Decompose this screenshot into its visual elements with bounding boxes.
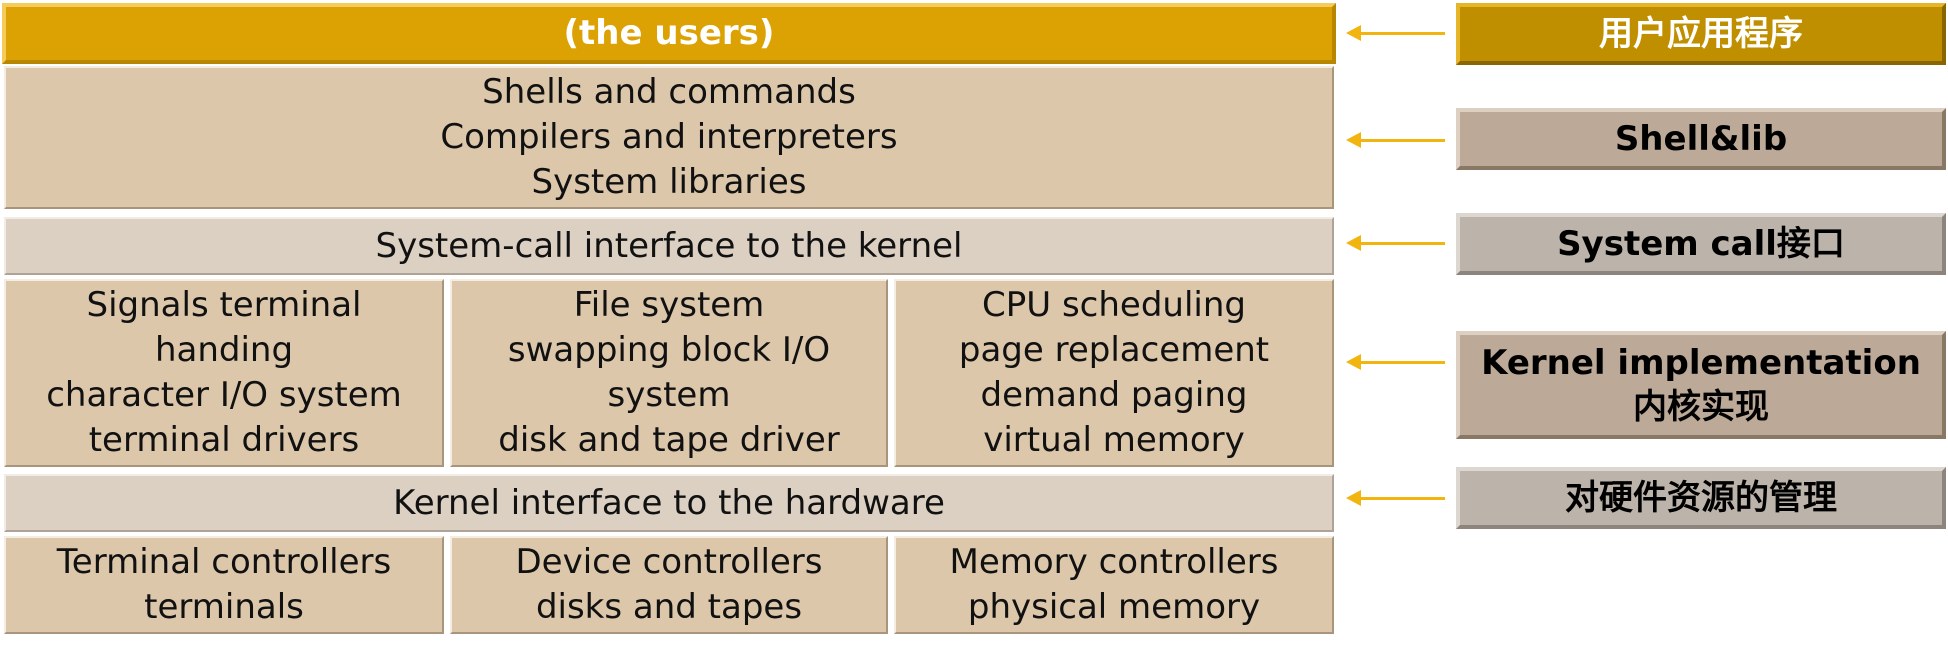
label-hw-management: 对硬件资源的管理 — [1456, 467, 1946, 529]
kernel-cell-line: character I/O system — [46, 375, 402, 415]
arrow-left-icon — [1346, 25, 1445, 41]
hardware-interface-text: Kernel interface to the hardware — [393, 482, 945, 523]
controller-cell-terminal: Terminal controllers terminals — [4, 536, 444, 634]
controller-cell-line: physical memory — [967, 587, 1261, 627]
kernel-cell-line: page replacement — [958, 330, 1270, 370]
kernel-cell-line: disk and tape driver — [498, 420, 840, 460]
label-system-call-text: System call接口 — [1557, 224, 1845, 264]
kernel-cell-filesystem: File system swapping block I/O system di… — [450, 279, 888, 467]
kernel-cell-signals: Signals terminal handing character I/O s… — [4, 279, 444, 467]
shells-line: Compilers and interpreters — [440, 117, 898, 157]
kernel-cell-line: swapping block I/O — [507, 330, 831, 370]
kernel-cell-line: terminal drivers — [88, 420, 360, 460]
kernel-cell-line: demand paging — [980, 375, 1248, 415]
users-layer-text: (the users) — [563, 13, 775, 53]
syscall-interface-layer: System-call interface to the kernel — [4, 217, 1334, 275]
kernel-cell-line: handing — [154, 330, 294, 370]
label-kernel-impl-text: Kernel implementation — [1481, 343, 1921, 383]
kernel-cell-line: virtual memory — [983, 420, 1245, 460]
kernel-cell-line: Signals terminal — [86, 285, 362, 325]
shells-line: Shells and commands — [482, 72, 856, 112]
hardware-interface-layer: Kernel interface to the hardware — [4, 474, 1334, 532]
controller-cell-line: Terminal controllers — [56, 542, 392, 582]
controller-cell-line: Memory controllers — [949, 542, 1279, 582]
shells-layer: Shells and commands Compilers and interp… — [4, 66, 1334, 209]
syscall-interface-text: System-call interface to the kernel — [375, 225, 963, 266]
controller-cell-memory: Memory controllers physical memory — [894, 536, 1334, 634]
label-hw-management-text: 对硬件资源的管理 — [1565, 478, 1837, 518]
arrow-left-icon — [1346, 235, 1445, 251]
users-layer: (the users) — [2, 3, 1336, 64]
controller-cell-line: Device controllers — [515, 542, 823, 582]
controller-cell-device: Device controllers disks and tapes — [450, 536, 888, 634]
label-kernel-impl-text: 内核实现 — [1633, 387, 1769, 427]
kernel-cell-cpu: CPU scheduling page replacement demand p… — [894, 279, 1334, 467]
label-user-apps: 用户应用程序 — [1456, 3, 1946, 65]
arrow-left-icon — [1346, 490, 1445, 506]
label-system-call: System call接口 — [1456, 213, 1946, 275]
label-user-apps-text: 用户应用程序 — [1599, 14, 1803, 54]
arrow-left-icon — [1346, 354, 1445, 370]
kernel-cell-line: CPU scheduling — [982, 285, 1246, 325]
label-kernel-impl: Kernel implementation 内核实现 — [1456, 331, 1946, 439]
label-shell-lib-text: Shell&lib — [1614, 119, 1788, 159]
arrow-left-icon — [1346, 132, 1445, 148]
kernel-cell-line: system — [607, 375, 731, 415]
label-shell-lib: Shell&lib — [1456, 108, 1946, 170]
kernel-cell-line: File system — [573, 285, 765, 325]
controller-cell-line: terminals — [144, 587, 304, 627]
shells-line: System libraries — [531, 162, 807, 202]
controller-cell-line: disks and tapes — [535, 587, 803, 627]
